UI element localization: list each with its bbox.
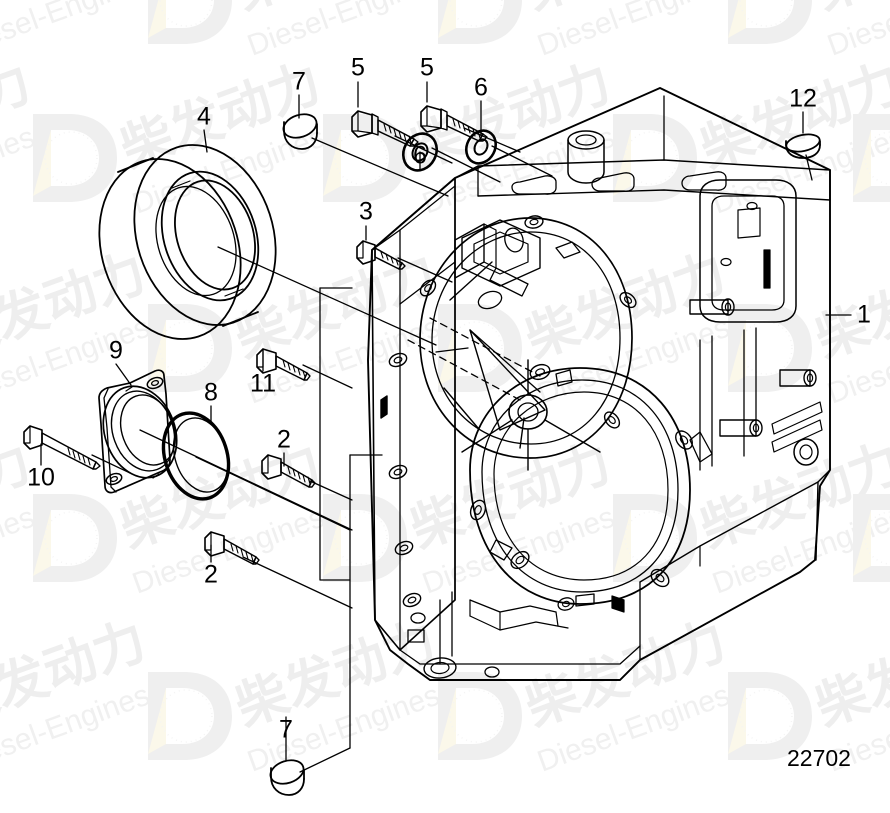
part-8-o-ring <box>161 411 231 501</box>
part-3-short-screw <box>356 240 406 270</box>
callout-5-left: 5 <box>351 53 365 82</box>
part-1-flywheel-housing <box>367 87 831 681</box>
callout-4: 4 <box>197 102 211 131</box>
callout-10: 10 <box>27 463 55 492</box>
part-5-hex-bolt-left <box>351 110 419 147</box>
callout-11: 11 <box>250 369 276 398</box>
drawing-number: 22702 <box>787 745 851 771</box>
callout-12: 12 <box>789 84 817 113</box>
callout-7-top: 7 <box>292 67 306 96</box>
part-4-crankshaft-seal <box>98 144 277 340</box>
part-7-sealing-plug-top <box>282 113 318 150</box>
callout-2-lower: 2 <box>204 560 218 589</box>
callout-3: 3 <box>359 197 373 226</box>
part-6-washer-upper <box>464 129 498 165</box>
callout-2-upper: 2 <box>277 425 291 454</box>
callout-5-right: 5 <box>420 53 434 82</box>
part-6-washer-lower <box>401 132 439 172</box>
part-2-flange-screw-lower <box>204 531 260 565</box>
part-2-flange-screw-upper <box>261 454 316 488</box>
callout-9: 9 <box>109 336 123 365</box>
part-10-long-screw <box>23 425 101 470</box>
part-11-flange-bolt <box>256 348 311 381</box>
callout-6-lower: 6 <box>413 141 427 170</box>
callout-6-upper: 6 <box>474 73 488 102</box>
part-7-sealing-plug-bottom <box>269 759 305 796</box>
callout-7-bottom: 7 <box>279 715 293 744</box>
callout-1: 1 <box>857 300 871 329</box>
callout-8: 8 <box>204 378 218 407</box>
